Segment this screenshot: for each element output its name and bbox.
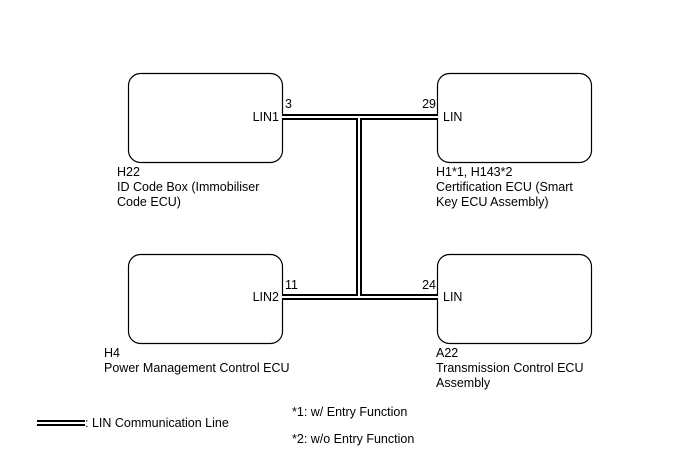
transmission-ecu-pin-label: LIN	[443, 290, 462, 304]
id-code-box-code: H22	[117, 165, 140, 179]
power-management-ecu-pin-number: 11	[285, 278, 298, 292]
transmission-ecu-name-line1: Transmission Control ECU	[436, 361, 584, 375]
certification-ecu-name-line1: Certification ECU (Smart	[436, 180, 573, 194]
certification-ecu-pin-label: LIN	[443, 110, 462, 124]
certification-ecu-code: H1*1, H143*2	[436, 165, 512, 179]
note-no-entry-function: *2: w/o Entry Function	[292, 432, 414, 446]
power-management-ecu-pin-label: LIN2	[253, 290, 279, 304]
note-entry-function: *1: w/ Entry Function	[292, 405, 407, 419]
transmission-ecu-name-line2: Assembly	[436, 376, 491, 390]
transmission-ecu-pin-number: 24	[422, 278, 436, 292]
power-management-ecu-name-line1: Power Management Control ECU	[104, 361, 290, 375]
certification-ecu-name-line2: Key ECU Assembly)	[436, 195, 549, 209]
id-code-box-name-line2: Code ECU)	[117, 195, 181, 209]
transmission-ecu-code: A22	[436, 346, 458, 360]
power-management-ecu-code: H4	[104, 346, 120, 360]
id-code-box-pin-number: 3	[285, 97, 292, 111]
certification-ecu-pin-number: 29	[422, 97, 436, 111]
id-code-box-name-line1: ID Code Box (Immobiliser	[117, 180, 259, 194]
id-code-box-pin-label: LIN1	[253, 110, 279, 124]
lin-bus-wiring	[282, 114, 438, 300]
legend-lin-line-label: : LIN Communication Line	[85, 416, 229, 430]
